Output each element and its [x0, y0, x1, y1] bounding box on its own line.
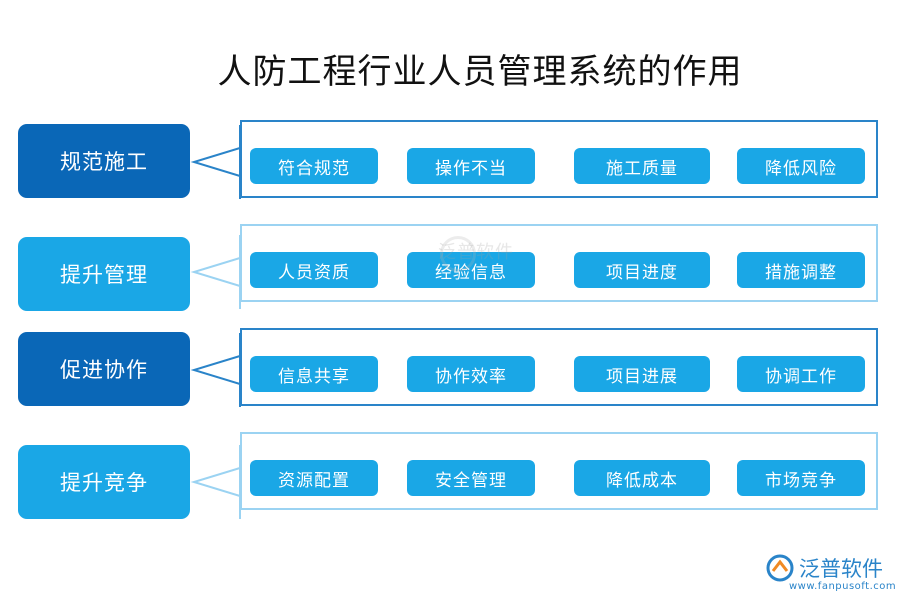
brand-logo: 泛普软件 www.fanpusoft.com	[765, 551, 897, 595]
row-box-2: 人员资质 经验信息 项目进度 措施调整	[240, 224, 878, 302]
chip: 信息共享	[250, 356, 378, 392]
row-box-3: 信息共享 协作效率 项目进展 协调工作	[240, 328, 878, 406]
logo-icon	[766, 554, 794, 582]
chip: 协调工作	[737, 356, 865, 392]
row-box-1: 符合规范 操作不当 施工质量 降低风险	[240, 120, 878, 198]
logo-url: www.fanpusoft.com	[789, 581, 897, 592]
chip: 协作效率	[407, 356, 535, 392]
chip: 项目进展	[574, 356, 710, 392]
chip: 施工质量	[574, 148, 710, 184]
watermark-text: 泛普软件	[438, 242, 514, 263]
row-label-4: 提升竞争	[18, 445, 190, 519]
watermark-icon	[440, 236, 476, 272]
logo-name: 泛普软件	[799, 557, 883, 581]
row-box-4: 资源配置 安全管理 降低成本 市场竞争	[240, 432, 878, 510]
chip: 符合规范	[250, 148, 378, 184]
chip: 安全管理	[407, 460, 535, 496]
chip: 资源配置	[250, 460, 378, 496]
chip: 措施调整	[737, 252, 865, 288]
chip: 项目进度	[574, 252, 710, 288]
chip: 操作不当	[407, 148, 535, 184]
row-label-1: 规范施工	[18, 124, 190, 198]
chip: 降低成本	[574, 460, 710, 496]
chip: 降低风险	[737, 148, 865, 184]
row-label-2: 提升管理	[18, 237, 190, 311]
chip: 市场竞争	[737, 460, 865, 496]
row-label-3: 促进协作	[18, 332, 190, 406]
diagram-title: 人防工程行业人员管理系统的作用	[217, 52, 743, 92]
chip: 人员资质	[250, 252, 378, 288]
